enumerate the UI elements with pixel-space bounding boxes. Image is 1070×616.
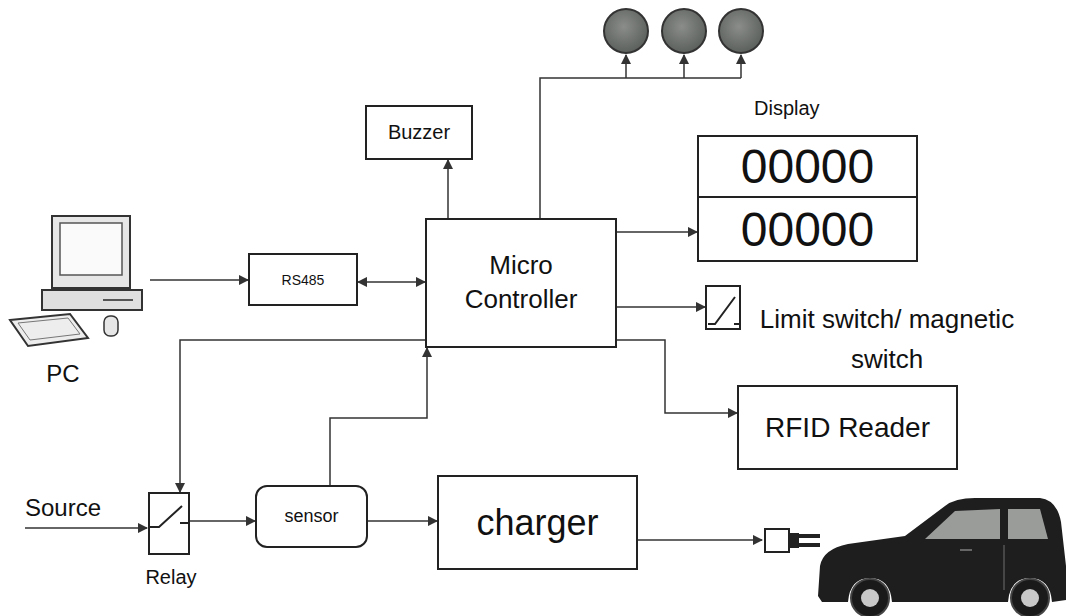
output-box: Buzzer: [365, 105, 473, 160]
source-label: Source: [25, 494, 101, 522]
box-label: sensor: [284, 506, 338, 527]
reader-box: RFID Reader: [737, 385, 958, 470]
display-digits: 00000: [699, 137, 916, 198]
signal-connector: [358, 281, 425, 283]
indicator-lamps: [604, 9, 763, 53]
controller-box: Micro Controller: [425, 218, 617, 348]
pc-node: PC: [8, 212, 150, 392]
car-illustration: [818, 498, 1066, 616]
signal-connector: [150, 279, 248, 281]
plug-symbol: [765, 529, 820, 552]
signal-connector: [617, 340, 737, 413]
signal-connector: [617, 306, 705, 308]
pc-label: PC: [8, 360, 118, 388]
relay-label: Relay: [120, 566, 222, 589]
signal-connector: [190, 520, 255, 522]
display-box: Display0000000000: [697, 135, 918, 262]
signal-connector: [180, 340, 425, 492]
signal-connector: [368, 520, 437, 522]
box-label: charger: [476, 502, 598, 544]
switch-contact: [150, 494, 188, 553]
sensor-box: sensor: [255, 485, 368, 548]
box-label: RS485: [282, 272, 325, 288]
signal-connector: [330, 348, 427, 485]
display-digits: 00000: [699, 198, 916, 260]
display-heading: Display: [754, 97, 820, 120]
computer-illustration: [8, 212, 150, 357]
signal-connector: [447, 160, 449, 218]
limit-switch-symbol: Limit switch/ magnetic switch: [705, 285, 741, 330]
switch-contact: [707, 287, 739, 328]
switch-label: Limit switch/ magnetic switch: [752, 299, 1022, 379]
relay-symbol: Relay: [148, 492, 190, 555]
box-label: RFID Reader: [765, 412, 930, 444]
box-label: Micro Controller: [433, 249, 609, 317]
box-label: Buzzer: [388, 121, 450, 144]
signal-connector: [617, 231, 697, 233]
charger-cable: [638, 539, 762, 541]
charger-box: charger: [437, 475, 638, 570]
interface-box: RS485: [248, 253, 358, 306]
source-wire: [25, 527, 147, 529]
